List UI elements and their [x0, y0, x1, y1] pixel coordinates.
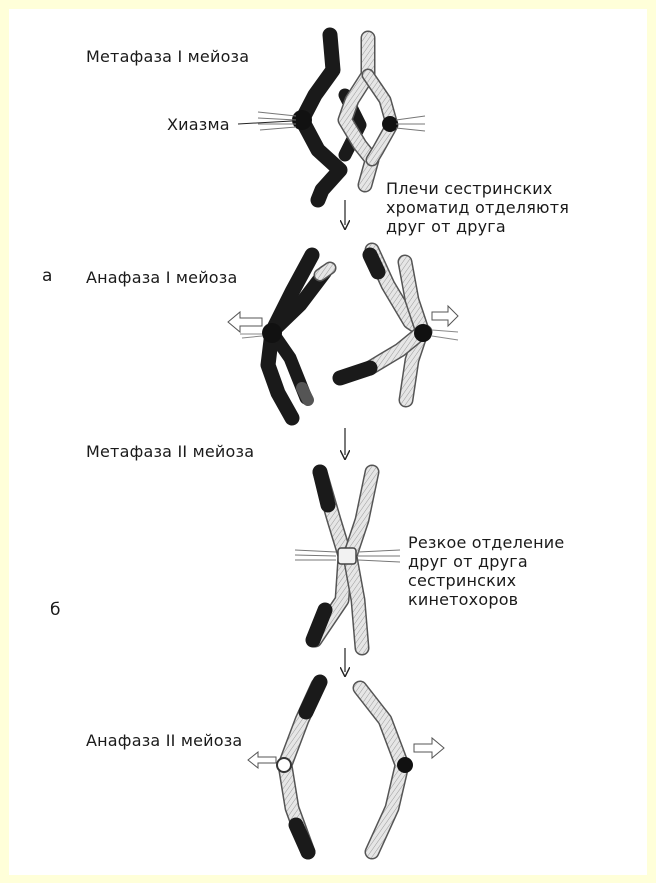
right-pull-arrow-icon: [414, 738, 444, 758]
centromere-light: [382, 116, 398, 132]
right-pull-arrow-icon: [432, 306, 458, 340]
metaphase-2-chromosome: [295, 472, 400, 648]
kinetochore: [338, 548, 356, 564]
anaphase-2-chromatids: [248, 682, 444, 852]
left-pull-arrow-icon: [228, 312, 262, 338]
anaphase-1-chromosomes: [228, 250, 458, 418]
metaphase-1-bivalent: [238, 35, 425, 200]
left-pull-arrow-icon: [248, 752, 276, 768]
